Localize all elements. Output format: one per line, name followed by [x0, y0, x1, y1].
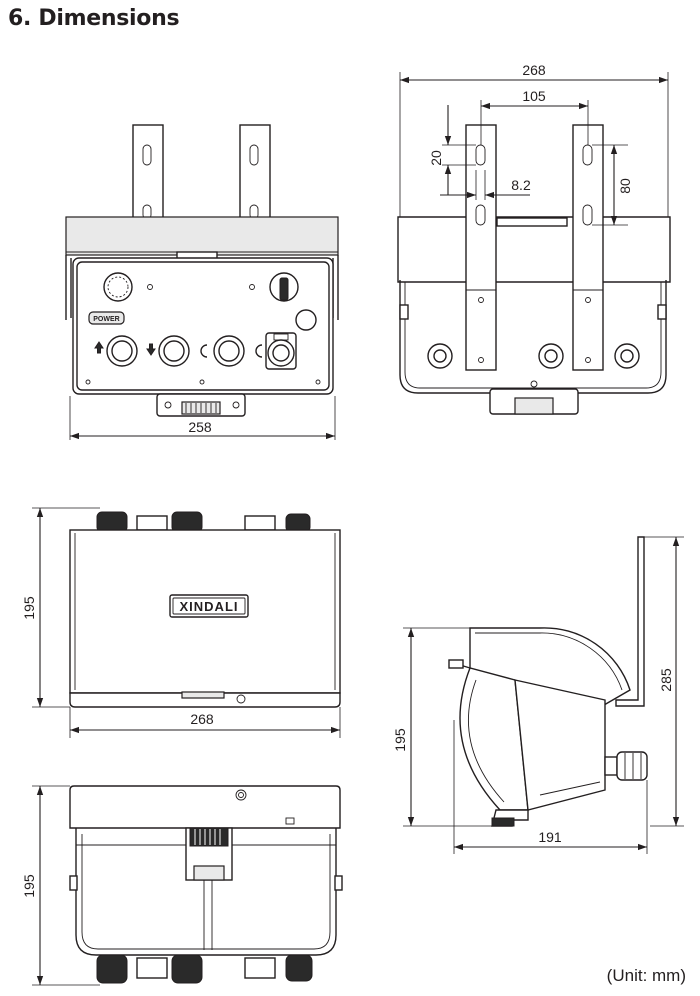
cable-gland-icon [427, 343, 453, 369]
cable-gland-icon [614, 343, 640, 369]
dim-side-height: 195 [392, 728, 408, 752]
arrow-down-icon [146, 343, 156, 356]
top-view: XINDALI 195 268 [21, 507, 341, 738]
dim-side-depth: 191 [538, 829, 562, 845]
front-view: POWER 25 [65, 124, 339, 440]
rear-bracket-left [465, 124, 497, 371]
rear-bracket-right [572, 124, 604, 371]
rear-hood [397, 216, 671, 283]
cable-gland-icon [96, 954, 128, 984]
dim-front-width: 258 [188, 419, 212, 435]
dim-side-total-height: 285 [658, 668, 674, 692]
dim-slot-length: 80 [617, 178, 633, 194]
dim-bottom-depth: 195 [21, 874, 37, 898]
rear-view: 268 105 20 8.2 80 [397, 62, 671, 415]
brand-label: XINDALI [180, 599, 239, 614]
bottom-view: 195 [21, 785, 343, 986]
cable-gland-icon [171, 511, 203, 533]
display-dial-icon [103, 272, 133, 302]
dim-top-width: 268 [190, 711, 214, 727]
cable-gland-icon [96, 511, 128, 533]
arrow-up-icon [94, 341, 104, 354]
brand-plate [169, 594, 249, 618]
dim-bracket-spacing: 105 [522, 88, 546, 104]
cable-gland-icon [616, 751, 648, 781]
side-body [514, 679, 606, 811]
power-badge [88, 311, 125, 325]
front-bracket-right [239, 124, 271, 221]
cable-gland-icon [538, 343, 564, 369]
dim-slot-width: 8.2 [511, 177, 531, 193]
indicator-icon [295, 309, 317, 331]
front-hood [65, 216, 339, 256]
cable-gland-icon [285, 513, 311, 533]
dim-top-depth: 195 [21, 596, 37, 620]
unit-note: (Unit: mm) [606, 966, 686, 985]
dim-slot-offset: 20 [428, 150, 444, 166]
rotate-ccw-icon [200, 344, 208, 358]
rotate-cw-icon [255, 344, 263, 358]
page-title: 6. Dimensions [8, 6, 180, 31]
power-label: POWER [93, 316, 119, 323]
cable-gland-icon [171, 954, 203, 984]
cable-gland-icon [285, 954, 313, 982]
front-bracket-left [132, 124, 164, 221]
side-view: 195 285 191 [392, 536, 684, 854]
dim-rear-width: 268 [522, 62, 546, 78]
bottom-hood [69, 785, 341, 829]
